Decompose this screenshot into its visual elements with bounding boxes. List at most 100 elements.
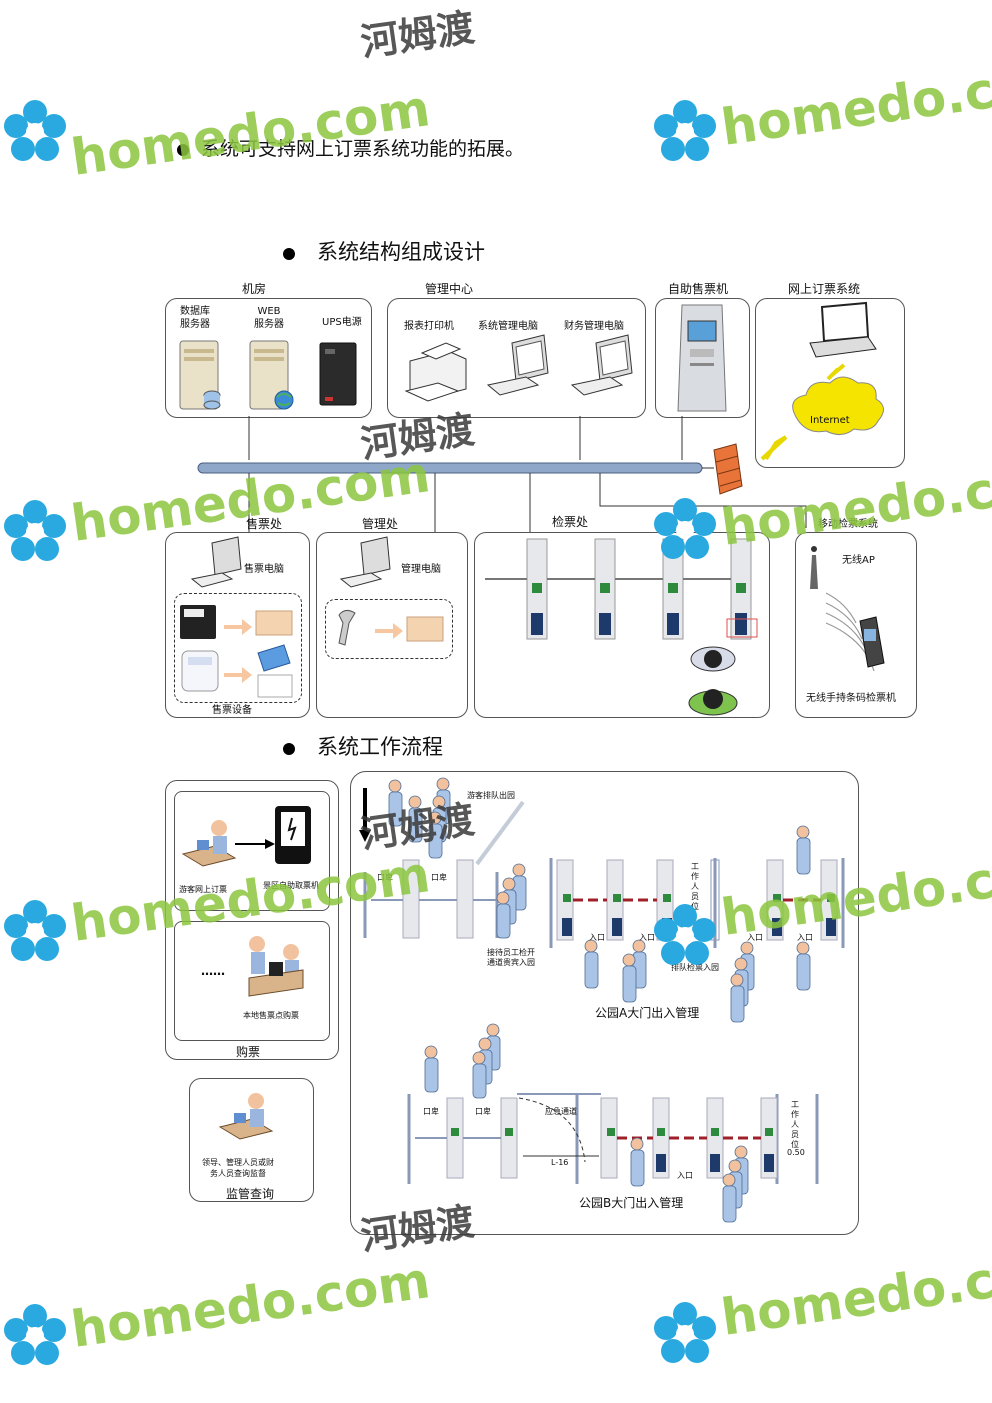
visitor-figures bbox=[388, 777, 811, 1223]
entry-queue-label: 排队检票入园 bbox=[671, 963, 719, 972]
watermark-cn: 河姆渡 bbox=[357, 5, 478, 65]
sales-icons bbox=[180, 536, 293, 698]
supervisor-desk-icon bbox=[218, 1093, 274, 1140]
heading-text: 系统工作流程 bbox=[317, 735, 443, 759]
printer-label: 报表打印机 bbox=[404, 321, 454, 332]
gateB-exit1: 口卑 bbox=[423, 1107, 439, 1116]
gateA-entry-3: 入口 bbox=[747, 933, 763, 942]
arrow-icon bbox=[375, 623, 403, 639]
device-label: 无线手持条码检票机 bbox=[806, 693, 896, 704]
gateA-exit2: 口卑 bbox=[431, 873, 447, 882]
gateB-exit2: 口卑 bbox=[475, 1107, 491, 1116]
network-bus bbox=[197, 416, 807, 538]
online-box: Internet bbox=[755, 298, 905, 468]
manage-box: 管理电脑 bbox=[316, 532, 468, 718]
gateB-staff-dist: 0.50 bbox=[787, 1148, 805, 1157]
supervise-desc: 领导、管理人员或财 务人员查询监督 bbox=[202, 1158, 274, 1178]
db-server-label: 数据库 服务器 bbox=[180, 306, 210, 330]
kiosk-title: 自助售票机 bbox=[668, 282, 729, 296]
gate-drawing bbox=[359, 777, 845, 1223]
bullet-text: 系统可支持网上订票系统功能的拓展。 bbox=[201, 138, 525, 160]
heading-text: 系统结构组成设计 bbox=[317, 240, 485, 264]
rfid-card-icon bbox=[257, 644, 291, 672]
online-buy-icons bbox=[181, 806, 311, 867]
online-buy-panel: 游客网上订票 景区自助取票机 bbox=[174, 791, 330, 911]
sales-title: 售票处 bbox=[246, 517, 283, 531]
fin-pc-icon bbox=[570, 334, 633, 396]
gateB-title: 公园B大门出入管理 bbox=[579, 1196, 684, 1210]
handheld-scanner-icon bbox=[859, 616, 885, 668]
id-card-icon bbox=[257, 674, 293, 698]
local-buy-icons bbox=[248, 936, 304, 997]
mobile-title: 移动检票系统 bbox=[818, 519, 878, 530]
laptop-icon bbox=[809, 301, 877, 358]
sales-equip-group bbox=[174, 593, 302, 703]
flower-logo-icon bbox=[654, 100, 716, 161]
manage-equip-group bbox=[325, 599, 453, 659]
machine-room-box: 数据库 服务器 WEB 服务器 UPS电源 bbox=[165, 298, 372, 418]
sales-pc-icon bbox=[190, 536, 242, 588]
arrow-head bbox=[265, 839, 275, 849]
person-desk-icon bbox=[181, 820, 237, 867]
watermark-text: homedo.com bbox=[717, 49, 992, 157]
card-reader-icon bbox=[181, 650, 219, 692]
staff-note-label: 接待员工检开 通道贵宾入园 bbox=[487, 948, 535, 967]
supervise-icons bbox=[218, 1093, 274, 1140]
kiosk-icon bbox=[677, 304, 727, 412]
supervise-title: 监管查询 bbox=[226, 1187, 275, 1201]
manage-title: 管理处 bbox=[362, 517, 399, 531]
gateA-entry-2: 入口 bbox=[639, 933, 655, 942]
emergency-label: 应急通道 bbox=[545, 1107, 577, 1116]
fin-pc-label: 财务管理电脑 bbox=[564, 321, 624, 332]
flower-logo-icon bbox=[654, 1302, 716, 1363]
arrow-icon bbox=[224, 667, 252, 683]
gateA-entry-1: 入口 bbox=[589, 933, 605, 942]
arrow-icon bbox=[224, 619, 252, 635]
ticket-icon bbox=[406, 616, 444, 642]
mgmt-center-box: 报表打印机 系统管理电脑 财务管理电脑 bbox=[387, 298, 646, 418]
watermark-text: homedo.com bbox=[717, 1239, 992, 1347]
sys-pc-label: 系统管理电脑 bbox=[478, 321, 538, 332]
mobile-icons bbox=[810, 546, 885, 672]
manage-pc-icon bbox=[339, 536, 391, 588]
gateB-staff-pos: 工作人员位 bbox=[791, 1100, 799, 1149]
web-server-icon bbox=[249, 340, 294, 410]
heading-structure: 系统结构组成设计 bbox=[283, 236, 485, 266]
internet-cloud-icon bbox=[792, 376, 884, 435]
visitor-top-icon bbox=[690, 646, 736, 672]
ups-label: UPS电源 bbox=[322, 317, 362, 328]
gateB-entry: 入口 bbox=[677, 1171, 693, 1180]
gateA-title: 公园A大门出入管理 bbox=[595, 1006, 700, 1020]
local-buy-label: 本地售票点购票 bbox=[243, 1011, 299, 1020]
sys-pc-icon bbox=[486, 334, 549, 396]
ups-icon bbox=[319, 342, 357, 406]
mgmt-icons bbox=[404, 334, 633, 402]
server-icons bbox=[179, 340, 357, 410]
queue-out-label: 游客排队出园 bbox=[467, 791, 515, 800]
buy-title: 购票 bbox=[236, 1045, 261, 1059]
ticket-office-icon bbox=[248, 936, 304, 997]
bullet-item-expansion: 系统可支持网上订票系统功能的拓展。 bbox=[177, 134, 524, 161]
turnstile-row bbox=[485, 538, 758, 716]
manage-pc-label: 管理电脑 bbox=[401, 564, 441, 575]
sales-pc-label: 售票电脑 bbox=[244, 564, 284, 575]
scan-highlight bbox=[726, 618, 758, 638]
barcode-scanner-icon bbox=[338, 609, 356, 646]
local-buy-panel: …… 本地售票点购票 bbox=[174, 921, 330, 1041]
buy-box: 游客网上订票 景区自助取票机 …… 本地售票点购票 购票 bbox=[165, 780, 339, 1060]
ticket-printer-icon bbox=[180, 605, 216, 639]
manage-icons bbox=[338, 536, 444, 646]
firewall-icon bbox=[713, 443, 743, 495]
sales-box: 售票电脑 售票设备 bbox=[165, 532, 310, 718]
mobile-box: 无线AP 无线手持条码检票机 bbox=[795, 532, 917, 718]
ap-label: 无线AP bbox=[842, 555, 875, 566]
bullet-dot bbox=[283, 742, 295, 755]
gates-box: 游客排队出园 口卑 口卑 接待员工检开 通道贵宾入园 工作人员位 排队检票入园 … bbox=[350, 771, 859, 1235]
ellipsis-text: …… bbox=[201, 964, 225, 978]
check-box bbox=[474, 532, 770, 718]
web-server-label: WEB 服务器 bbox=[254, 306, 284, 330]
bullet-dot bbox=[177, 144, 189, 156]
db-server-icon bbox=[179, 340, 221, 410]
flower-logo-icon bbox=[4, 100, 66, 161]
check-title: 检票处 bbox=[552, 515, 589, 529]
